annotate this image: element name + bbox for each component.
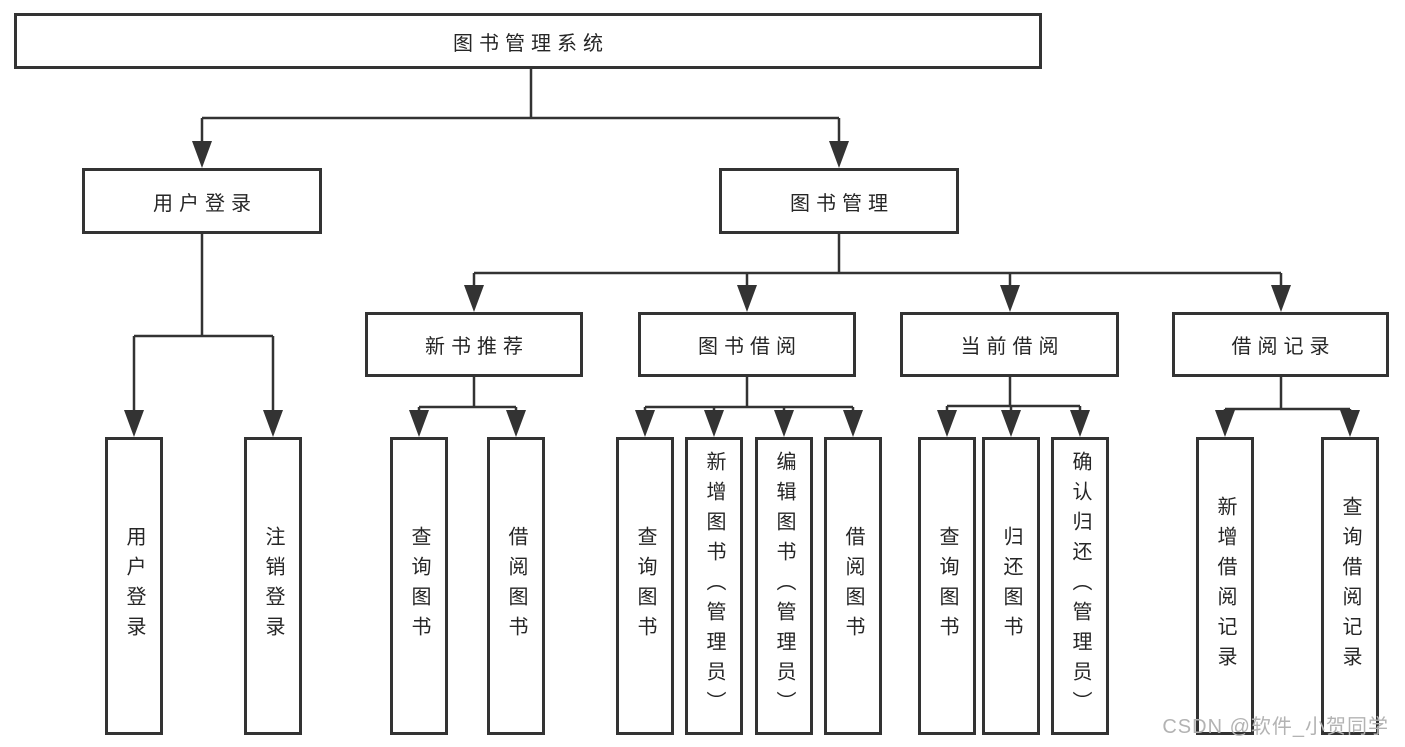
node-root-label: 图书管理系统: [453, 32, 609, 55]
node-borrowing-records: 借阅记录: [1172, 312, 1389, 377]
node-current-borrowing-label: 当前借阅: [960, 336, 1065, 358]
node-book-borrowing-label: 图书借阅: [698, 336, 802, 358]
connector-current-borrow-to-leaves: [945, 377, 1082, 414]
arrowheads: [124, 141, 1360, 437]
node-book-management: 图书管理: [719, 168, 959, 234]
leaf-return-books: 归还图书: [982, 437, 1040, 735]
node-root: 图书管理系统: [14, 13, 1042, 69]
node-user-login-label: 用户登录: [153, 192, 257, 215]
node-user-login: 用户登录: [82, 168, 322, 234]
leaf-borrow-query-books-label: 查询图书: [634, 526, 656, 646]
leaf-add-books-admin-label: 新增图书（管理员）: [703, 451, 725, 721]
node-new-book-recommend: 新书推荐: [365, 312, 583, 377]
connector-new-book-to-leaves: [417, 377, 518, 414]
leaf-add-books-admin: 新增图书（管理员）: [685, 437, 743, 735]
leaf-current-query-books: 查询图书: [918, 437, 976, 735]
leaf-borrow-books: 借阅图书: [824, 437, 882, 735]
leaf-current-query-books-label: 查询图书: [936, 526, 958, 646]
leaf-query-borrow-record: 查询借阅记录: [1321, 437, 1379, 735]
leaf-borrow-query-books: 查询图书: [616, 437, 674, 735]
connector-borrow-records-to-leaves: [1223, 377, 1352, 414]
connector-book-borrow-to-leaves: [643, 377, 855, 414]
leaf-edit-books-admin: 编辑图书（管理员）: [755, 437, 813, 735]
node-book-borrowing: 图书借阅: [638, 312, 856, 377]
leaf-add-borrow-record: 新增借阅记录: [1196, 437, 1254, 735]
connector-book-management-to-level3: [472, 234, 1283, 289]
leaf-confirm-return-admin: 确认归还（管理员）: [1051, 437, 1109, 735]
leaf-recommend-borrow-books: 借阅图书: [487, 437, 545, 735]
leaf-logout-label: 注销登录: [262, 526, 284, 646]
node-new-book-recommend-label: 新书推荐: [425, 336, 529, 358]
leaf-user-login-label: 用户登录: [123, 526, 145, 646]
connector-root-to-level2: [200, 69, 841, 144]
watermark-text: CSDN @软件_小贺同学: [1162, 716, 1389, 738]
connector-user-login-to-leaves: [132, 234, 275, 414]
node-book-management-label: 图书管理: [790, 192, 894, 215]
leaf-recommend-borrow-books-label: 借阅图书: [505, 526, 527, 646]
leaf-borrow-books-label: 借阅图书: [842, 526, 864, 646]
node-borrowing-records-label: 借阅记录: [1231, 336, 1336, 358]
leaf-logout: 注销登录: [244, 437, 302, 735]
leaf-query-borrow-record-label: 查询借阅记录: [1339, 496, 1361, 676]
leaf-add-borrow-record-label: 新增借阅记录: [1214, 496, 1236, 676]
node-current-borrowing: 当前借阅: [900, 312, 1119, 377]
leaf-recommend-query-books: 查询图书: [390, 437, 448, 735]
leaf-confirm-return-admin-label: 确认归还（管理员）: [1069, 451, 1091, 721]
leaf-recommend-query-books-label: 查询图书: [408, 526, 430, 646]
leaf-user-login: 用户登录: [105, 437, 163, 735]
leaf-return-books-label: 归还图书: [1000, 526, 1022, 646]
leaf-edit-books-admin-label: 编辑图书（管理员）: [773, 451, 795, 721]
